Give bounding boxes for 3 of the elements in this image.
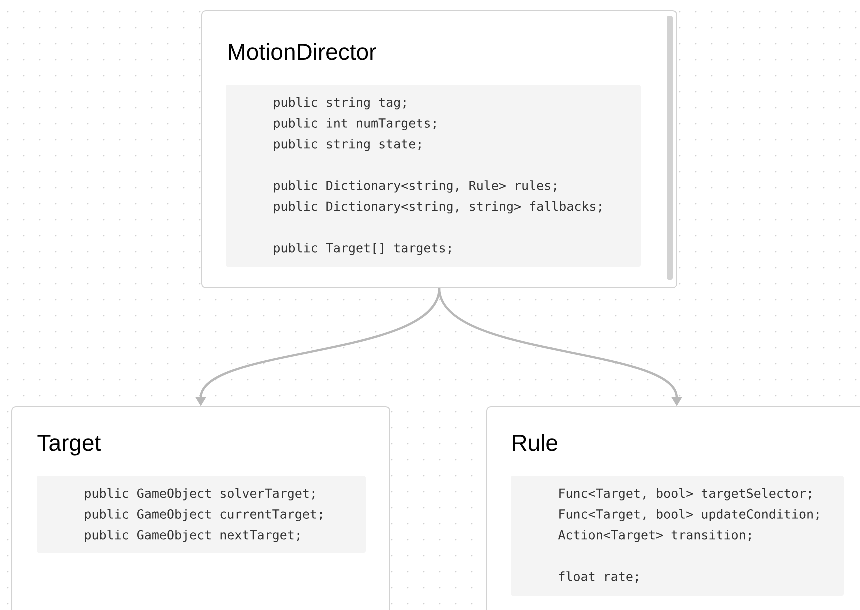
code-panel: public GameObject solverTarget; public GameObject currentTarget; public GameObject nextTarget; (37, 476, 366, 553)
code-panel: Func<Target, bool> targetSelector; Func<Target, bool> updateCondition; Action<Target> transition; float rate; (511, 476, 844, 596)
code-panel: public string tag; public int numTargets; public string state; public Dictionary<string, Rule> rules; public Dictionary<string, string> fallbacks; public Target[] targets; (226, 85, 641, 267)
